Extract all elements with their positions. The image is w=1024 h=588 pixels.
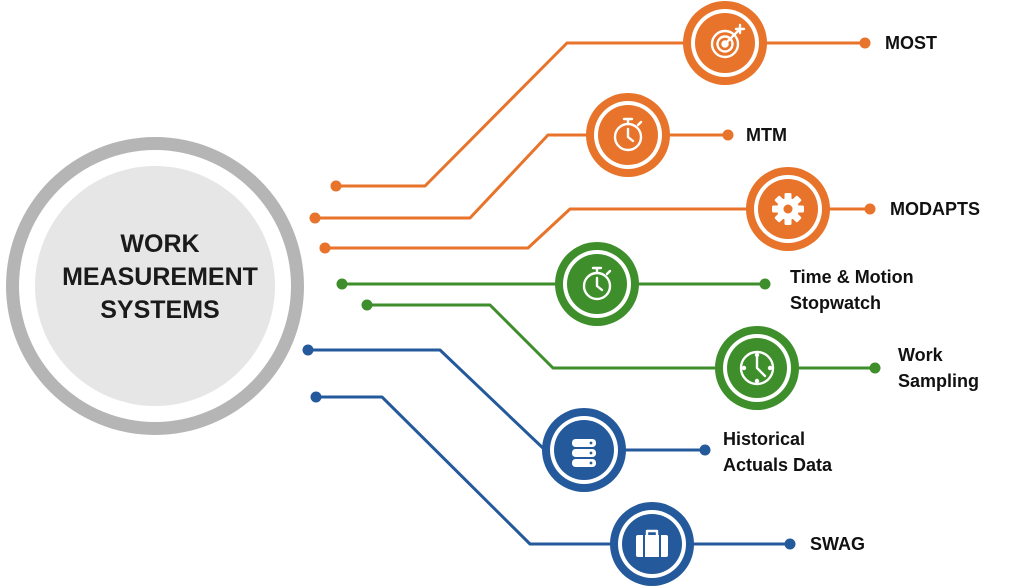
connector-start-dot [319,242,331,254]
target-ring [710,29,740,59]
node-modapts [746,167,830,251]
hub-inner-disc [35,166,275,406]
connector-line-modapts [325,207,870,250]
label-swag: SWAG [810,531,865,557]
clock-tick [754,378,760,384]
label-modapts: MODAPTS [890,196,980,222]
label-line: MTM [746,125,787,145]
target-arrow [723,23,746,46]
method-nodes [542,1,830,586]
clock-tick [754,352,760,358]
briefcase-handle [645,529,659,537]
label-line: MODAPTS [890,199,980,219]
stopwatch-hands [622,117,643,143]
database-icon [572,439,596,467]
node-swag [610,502,694,586]
connector-end-dot [784,538,796,550]
label-line: Historical [723,429,806,449]
center-title: WORK MEASUREMENT SYSTEMS [40,228,280,327]
briefcase-body [636,535,668,557]
target-icon [710,23,746,59]
node-work-sampling [715,326,799,410]
clock-face [739,350,775,386]
connector-line-historical [308,348,705,452]
database-led [589,461,593,465]
connector-end-dot [722,129,734,141]
stopwatch-icon [613,117,643,152]
label-line: Work [898,345,943,365]
gear-hole [783,204,793,214]
briefcase-straps [643,534,661,558]
connector-start-dot [361,299,373,311]
connector-line-work-sampling [367,303,875,370]
clock-hands [755,355,767,378]
center-hub [6,137,304,435]
label-line: SWAG [810,534,866,554]
label-line: MOST [885,33,937,53]
connector-start-dot [310,391,322,403]
stopwatch-hands [591,266,612,292]
connector-end-dot [859,37,871,49]
connector-start-dot [330,180,342,192]
label-line: Actuals Data [723,455,833,475]
center-title-line: WORK [120,230,200,258]
center-title-line: SYSTEMS [100,296,220,324]
node-historical [542,408,626,492]
label-most: MOST [885,30,937,56]
label-line: Time & Motion [790,267,914,287]
connector-start-dot [302,344,314,356]
connector-end-dot [699,444,711,456]
connector-start-dot [309,212,321,224]
database-led [589,441,593,445]
label-mtm: MTM [746,122,787,148]
clock-tick [767,365,773,371]
stopwatch-icon [582,266,612,301]
gear-icon [772,193,804,225]
label-line: Stopwatch [790,293,882,313]
database-disk [572,439,596,447]
connector-end-dot [869,362,881,374]
node-mtm [586,93,670,177]
connector-end-dot [864,203,876,215]
connector-start-dot [336,278,348,290]
target-ring [716,35,734,53]
database-led [589,451,593,455]
clock-icon [739,350,775,386]
clock-tick [741,365,747,371]
center-title-line: MEASUREMENT [62,263,258,291]
connector-end-dot [759,278,771,290]
database-disk [572,449,596,457]
node-time-motion [555,242,639,326]
label-line: Sampling [898,371,980,391]
database-disk [572,459,596,467]
briefcase-icon [636,529,668,558]
node-most [683,1,767,85]
